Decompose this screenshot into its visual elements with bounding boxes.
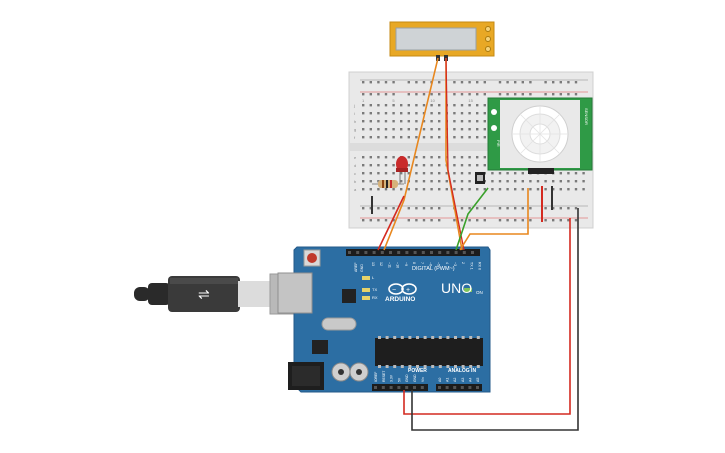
breadboard-row-label: i bbox=[354, 111, 355, 116]
resistor[interactable] bbox=[372, 180, 404, 188]
power-pin-label: GND bbox=[405, 374, 409, 382]
regulator bbox=[312, 340, 328, 354]
breadboard-row-label: f bbox=[354, 135, 356, 140]
breadboard-row-label: j bbox=[353, 103, 355, 108]
pir-sensor[interactable]: PIR SENSOR bbox=[487, 97, 593, 174]
on-led bbox=[464, 288, 472, 292]
digital-pin-label: ~5 bbox=[437, 262, 441, 266]
pir-pot-1[interactable] bbox=[491, 109, 497, 115]
digital-header[interactable] bbox=[346, 249, 480, 256]
arduino-logo-icon: − + bbox=[388, 283, 417, 295]
red-wire-5v[interactable] bbox=[403, 218, 571, 415]
breadboard-row-label: h bbox=[354, 119, 356, 124]
breadboard-row-label: d bbox=[354, 163, 356, 168]
usb-cable[interactable]: ⇌ bbox=[134, 273, 303, 315]
pir-pot-2[interactable] bbox=[491, 125, 497, 131]
digital-pin-label: ~9 bbox=[404, 262, 408, 266]
tx-led bbox=[362, 288, 370, 292]
breadboard-row-label: e bbox=[354, 155, 357, 160]
rx-label: RX bbox=[372, 295, 378, 300]
power-pin-label: 5V bbox=[397, 377, 401, 382]
l-label: L bbox=[372, 275, 375, 280]
breadboard-center-gap bbox=[349, 143, 593, 151]
usb-port bbox=[277, 272, 313, 314]
green-wire-pir[interactable] bbox=[455, 187, 489, 251]
rx-led bbox=[362, 296, 370, 300]
power-label: POWER bbox=[408, 368, 427, 374]
display-screen bbox=[395, 27, 477, 51]
breadboard-row-label: b bbox=[354, 179, 357, 184]
analog-pin-label: A1 bbox=[446, 378, 450, 382]
board-brand-label: ARDUINO bbox=[385, 296, 415, 303]
analog-pin-label: A2 bbox=[453, 378, 457, 382]
digital-pin-label: ~11 bbox=[387, 262, 391, 268]
pir-left-text: PIR bbox=[496, 140, 501, 147]
pir-right-text: SENSOR bbox=[584, 108, 589, 125]
atmega-chip bbox=[375, 338, 483, 366]
analog-header[interactable] bbox=[436, 384, 482, 391]
tx-label: TX bbox=[372, 287, 377, 292]
digital-pin-label: TX 1 bbox=[469, 262, 473, 270]
digital-pin-label: ~10 bbox=[396, 262, 400, 268]
on-label: ON bbox=[476, 290, 483, 295]
digital-pin-label: 4 bbox=[445, 262, 449, 264]
arduino-uno-board[interactable]: UNO ARDUINO − + DIGITAL (PWM~) ON TX RX … bbox=[277, 246, 491, 393]
aref-label: AREF bbox=[354, 262, 358, 272]
wires[interactable] bbox=[371, 57, 579, 431]
orange-wire-pir[interactable] bbox=[459, 188, 529, 251]
red-led[interactable] bbox=[396, 156, 408, 184]
power-pin-label: GND bbox=[413, 374, 417, 382]
power-pin-label: Vin bbox=[421, 377, 425, 382]
usb-chip bbox=[342, 289, 356, 303]
breadboard-row-label: c bbox=[354, 171, 356, 176]
analog-pin-label: A3 bbox=[461, 378, 465, 382]
digital-pin-label: ~3 bbox=[453, 262, 457, 266]
svg-text:−: − bbox=[392, 287, 396, 294]
l-led bbox=[362, 276, 370, 280]
red-wire-led[interactable] bbox=[377, 195, 405, 251]
digital-pin-label: 8 bbox=[412, 262, 416, 264]
breadboard-col-label: 10 bbox=[430, 98, 435, 103]
breadboard-row-label: g bbox=[354, 127, 356, 132]
board-model-label: UNO bbox=[441, 280, 472, 296]
power-pin-label: RESET bbox=[382, 371, 386, 382]
breadboard-row-label: a bbox=[354, 187, 357, 192]
power-pin-label: 3.3V bbox=[390, 374, 394, 382]
digital-pin-label: 13 bbox=[371, 262, 375, 266]
digital-pin-label: RX 0 bbox=[478, 262, 482, 270]
breadboard-col-label: 1 bbox=[362, 98, 365, 103]
gnd-label: GND bbox=[360, 264, 364, 272]
red-wire-display[interactable] bbox=[445, 57, 465, 251]
black-wire-gnd[interactable] bbox=[411, 208, 579, 431]
analog-pin-label: A4 bbox=[468, 378, 472, 382]
svg-text:+: + bbox=[406, 287, 410, 294]
breadboard-col-label: 5 bbox=[392, 98, 395, 103]
analog-pin-label: A5 bbox=[476, 378, 480, 382]
digital-pin-label: 7 bbox=[420, 262, 424, 264]
display-module[interactable] bbox=[389, 21, 495, 61]
digital-label: DIGITAL (PWM~) bbox=[412, 266, 455, 272]
analog-pin-label: A0 bbox=[438, 378, 442, 382]
power-pin-label: IOREF bbox=[374, 372, 378, 382]
breadboard-col-label: 15 bbox=[468, 98, 473, 103]
digital-pin-label: 12 bbox=[379, 262, 383, 266]
orange-wire-display[interactable] bbox=[383, 57, 439, 251]
digital-pin-label: ~6 bbox=[428, 262, 432, 266]
digital-pin-label: 2 bbox=[461, 262, 465, 264]
usb-symbol-icon: ⇌ bbox=[198, 286, 210, 302]
crystal bbox=[321, 317, 357, 331]
analog-label: ANALOG IN bbox=[448, 368, 476, 374]
pir-pins bbox=[528, 168, 554, 174]
